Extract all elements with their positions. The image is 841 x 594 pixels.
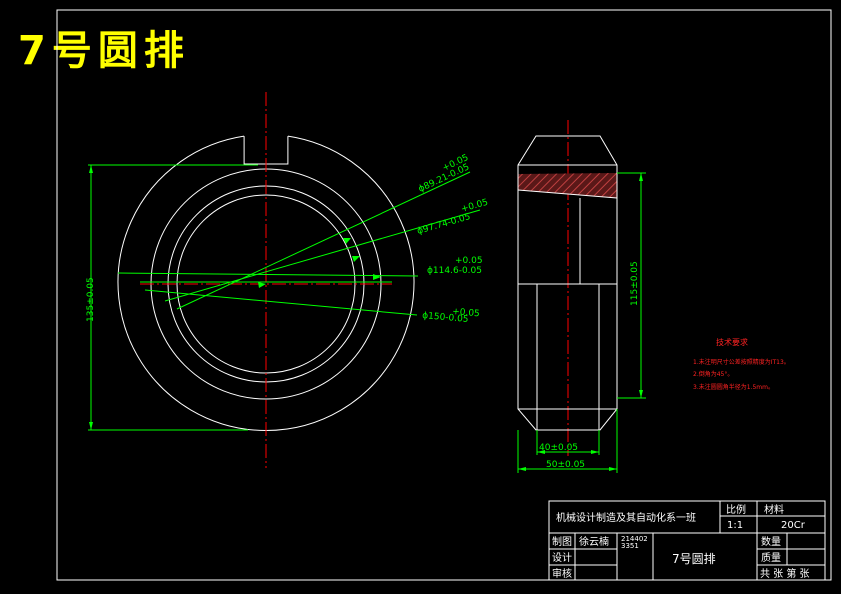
tb-quantity-label: 数量: [761, 535, 781, 548]
tb-drawn-by: 徐云楠: [579, 535, 609, 548]
tb-weight-label: 质量: [761, 552, 781, 564]
dim-d4-tol: +0.05: [452, 307, 480, 319]
tb-design-label: 设计: [552, 551, 572, 564]
tb-review-label: 审核: [552, 567, 572, 580]
tb-drawn-label: 制图: [552, 535, 572, 548]
drawing-border: [56, 9, 832, 581]
tb-sheet-info: 共 张 第 张: [760, 567, 810, 580]
tb-school: 机械设计制造及其自动化系一班: [556, 511, 696, 524]
dim-width-outer: 50±0.05: [546, 460, 585, 470]
tb-part-name: 7号圆排: [672, 552, 716, 566]
side-view: [517, 135, 618, 431]
left-height-dimension: [88, 164, 258, 431]
arrowheads: [258, 238, 381, 288]
technical-requirements: 技术要求 1.未注明尺寸公差按照精度为IT13。 2.倒角为45°。 3.未注圆…: [693, 337, 790, 391]
dim-d3-tol: +0.05: [455, 256, 483, 266]
dim-d3-label: ϕ114.6-0.05: [427, 266, 482, 276]
drawing-title: 7号圆排: [18, 28, 190, 74]
tb-material-label: 材料: [764, 503, 784, 516]
left-height-arrows: [89, 165, 93, 430]
dim-height-left: 135±0.05: [86, 277, 96, 322]
tech-heading: 技术要求: [716, 337, 748, 347]
diameter-labels: +0.05 ϕ89.21-0.05 +0.05 ϕ97.74-0.05 +0.0…: [416, 153, 489, 325]
tb-scale-label: 比例: [726, 503, 746, 516]
dim-d4-label: ϕ150-0.05: [422, 311, 469, 325]
tb-student-id-1: 214402: [621, 535, 648, 543]
diameter-leaders: [117, 171, 481, 316]
side-dimensions: [517, 172, 646, 473]
side-dimension-arrows: [518, 173, 643, 471]
title-block: 机械设计制造及其自动化系一班 比例 材料 1:1 20Cr 制图 徐云楠 214…: [548, 500, 826, 581]
dim-height-right: 115±0.05: [630, 261, 640, 306]
dim-d2-tol: +0.05: [460, 198, 489, 215]
tech-item-2: 2.倒角为45°。: [693, 370, 733, 378]
dim-width-inner: 40±0.05: [539, 443, 578, 453]
tb-material: 20Cr: [781, 520, 806, 531]
tb-student-id-2: 3351: [621, 542, 639, 550]
side-outline: [517, 135, 618, 431]
dim-d2-label: ϕ97.74-0.05: [416, 212, 472, 237]
tb-scale: 1:1: [727, 520, 743, 531]
tech-item-1: 1.未注明尺寸公差按照精度为IT13。: [693, 358, 790, 366]
tech-item-3: 3.未注圆圆角半径为1.5mm。: [693, 383, 774, 391]
